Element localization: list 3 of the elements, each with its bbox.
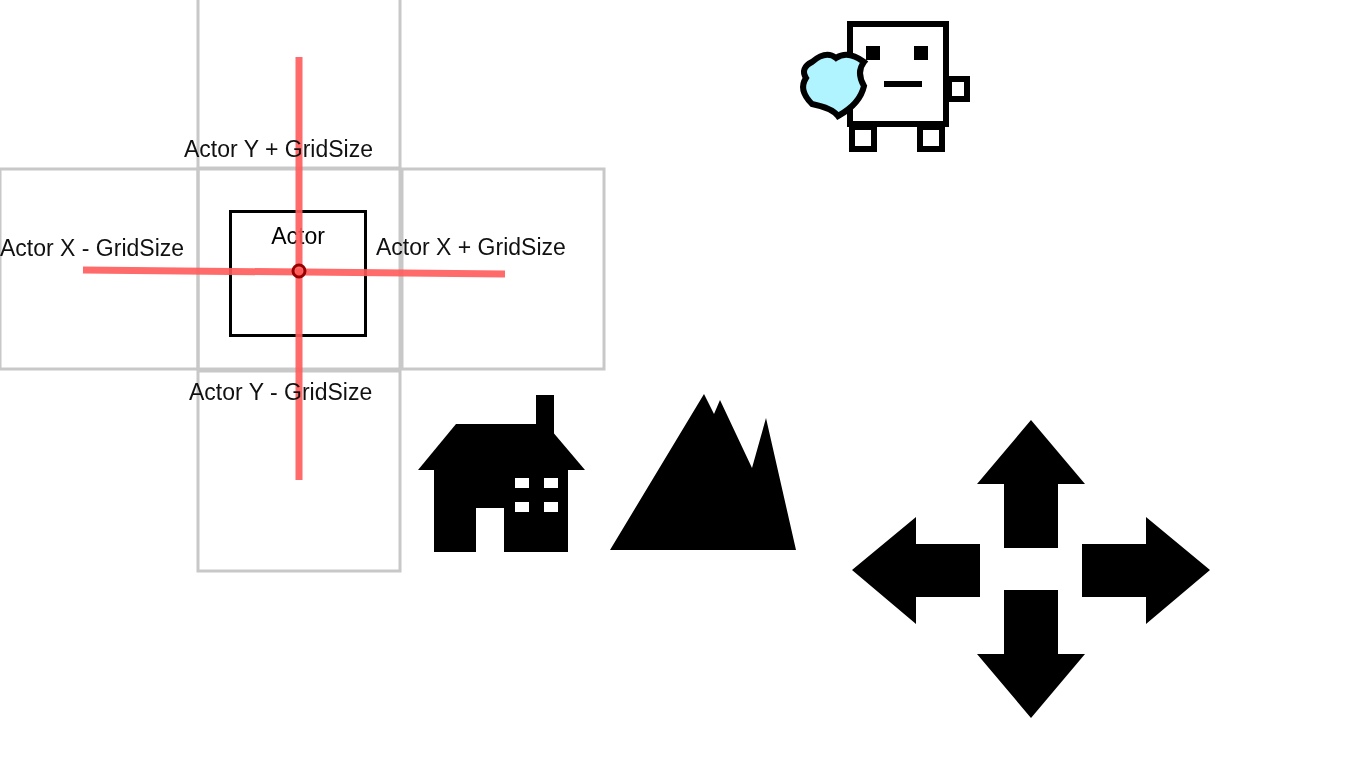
actor-box xyxy=(229,210,367,337)
grid-label: Actor X + GridSize xyxy=(376,234,566,260)
grid-label: Actor X - GridSize xyxy=(0,235,185,261)
